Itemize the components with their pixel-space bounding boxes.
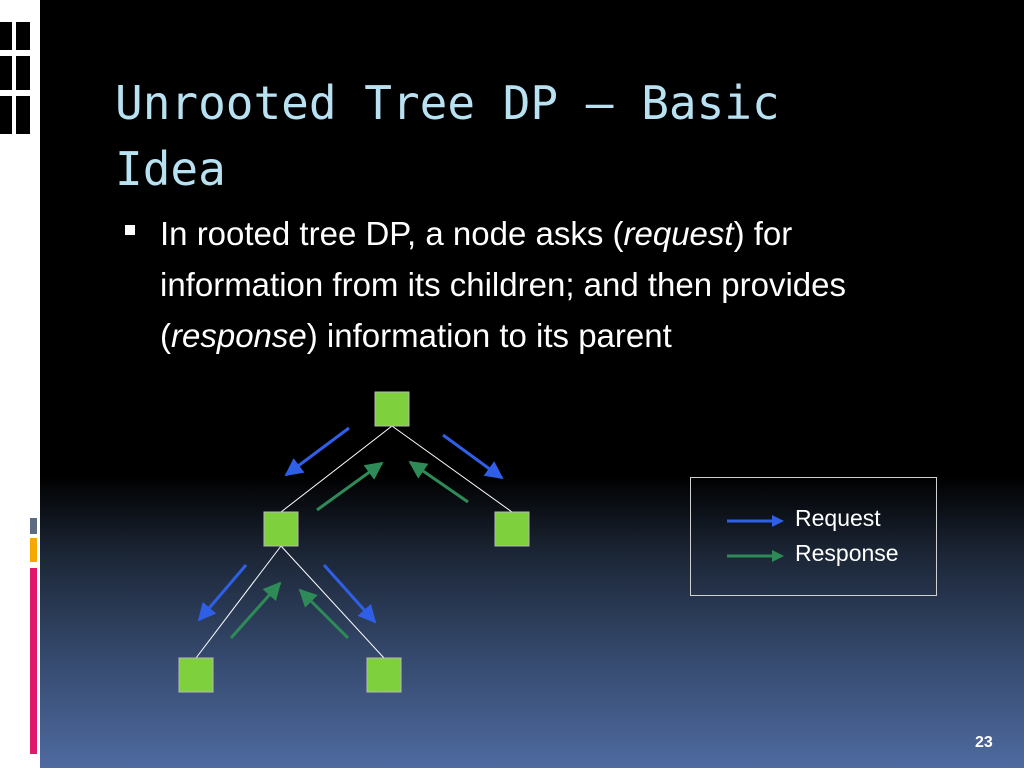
request-arrow-icon [727,515,784,527]
response-arrow [316,461,384,512]
tree-node-leaf-right [366,657,402,693]
request-arrow [197,564,248,622]
tree-node-right-child [494,511,530,547]
accent-bar-orange [30,538,37,562]
response-emphasis: response [171,317,307,354]
legend-response-label: Response [795,540,899,566]
request-arrow [442,433,504,480]
bullet-item: In rooted tree DP, a node asks (request)… [125,208,945,361]
request-arrow [284,426,350,477]
square-bullet-icon [125,225,135,235]
response-arrow [298,588,350,640]
tree-edge [280,425,393,513]
bullet-text: In rooted tree DP, a node asks (request)… [160,208,945,361]
tree-edge [195,545,282,659]
left-decoration-strip [0,0,40,768]
legend-request-label: Request [795,505,881,531]
tree-edge [391,425,513,513]
bullet-text-part: ) information to its parent [306,317,672,354]
bullet-text-part: In rooted tree DP, a node asks ( [160,215,624,252]
slide-title: Unrooted Tree DP – Basic Idea [115,76,780,196]
request-emphasis: request [623,215,734,252]
bullet-text-part: ) for information from its children; and… [160,215,847,354]
accent-bar-gray [30,518,37,534]
slide-number: 23 [975,734,993,751]
tree-node-leaf-left [178,657,214,693]
tree-edge [280,545,385,659]
tree-node-root [374,391,410,427]
response-arrow [408,460,469,504]
tree-node-left-child [263,511,299,547]
accent-bar-magenta [30,568,37,754]
response-arrow-icon [727,550,784,562]
request-arrow [322,563,377,624]
grid-decoration-icon [0,22,30,134]
response-arrow [229,581,282,639]
legend-box: Request Response [690,477,937,596]
